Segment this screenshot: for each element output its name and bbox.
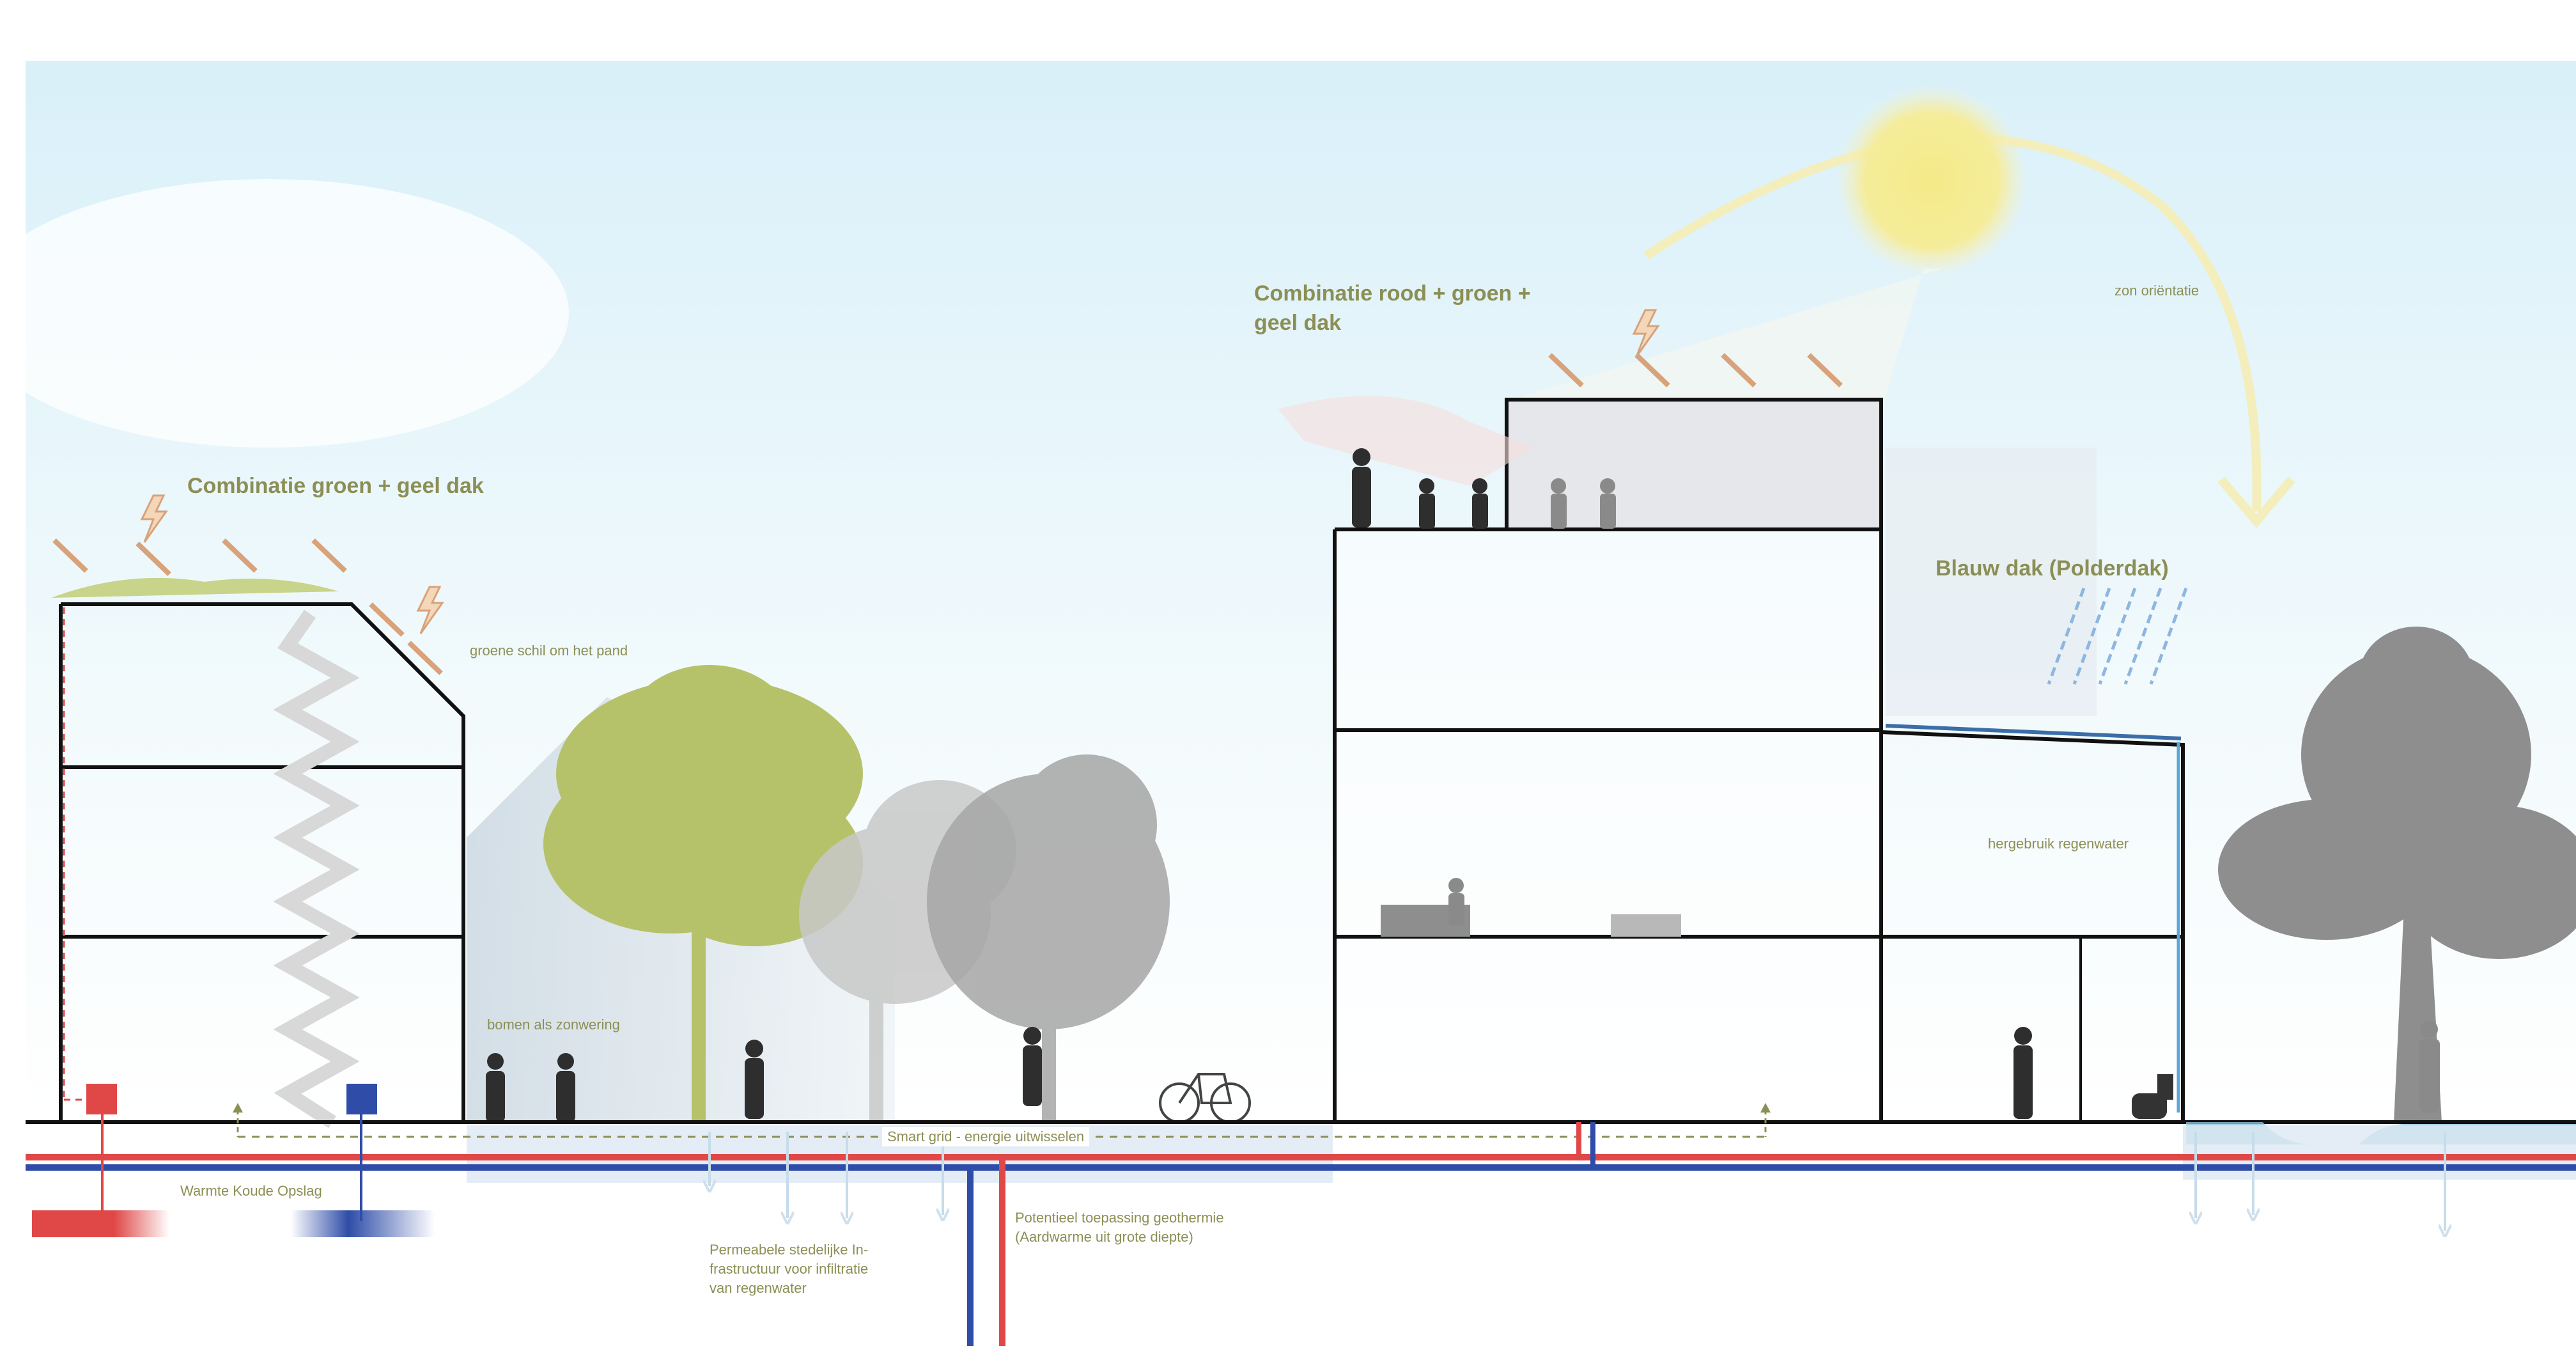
solar-panel-icon bbox=[52, 538, 88, 573]
label-blauw-dak: Blauw dak (Polderdak) bbox=[1936, 556, 2169, 581]
person-icon bbox=[1448, 478, 2440, 1113]
solar-panel-icon bbox=[1548, 353, 1584, 387]
tree-icon bbox=[927, 754, 1170, 1122]
lightning-icon bbox=[1632, 309, 1660, 357]
cold-storage-icon bbox=[346, 1084, 377, 1114]
lightning-icon bbox=[416, 586, 444, 634]
label-warmte-koude: Warmte Koude Opslag bbox=[180, 1183, 322, 1199]
solar-panel-icon bbox=[136, 542, 171, 576]
lightning-icon bbox=[140, 494, 168, 543]
label-bomen-zonwering: bomen als zonwering bbox=[487, 1017, 620, 1033]
solar-panel-icon bbox=[311, 538, 347, 573]
solar-panel-icon bbox=[369, 602, 405, 637]
label-hergebruik-regenwater: hergebruik regenwater bbox=[1988, 836, 2129, 852]
label-smart-grid: Smart grid - energie uitwisselen bbox=[882, 1127, 1090, 1146]
label-groene-schil: groene schil om het pand bbox=[470, 643, 628, 659]
label-zon-orientatie: zon oriëntatie bbox=[2114, 283, 2200, 299]
label-combi-groen-geel: Combinatie groen + geel dak bbox=[187, 474, 484, 498]
solar-panel-icon bbox=[1721, 353, 1757, 387]
solar-panel-icon bbox=[1807, 353, 1843, 387]
red-roof-glow bbox=[1278, 396, 1534, 486]
label-permeabele: Permeabele stedelijke In- frastructuur v… bbox=[710, 1242, 869, 1296]
sun-path-arc bbox=[1643, 134, 2262, 512]
label-geothermie: Potentieel toepassing geothermie (Aardwa… bbox=[1015, 1210, 1224, 1245]
solar-panel-icon bbox=[407, 641, 443, 675]
solar-panel-icon bbox=[222, 538, 258, 573]
cloud bbox=[0, 179, 569, 448]
stair-zigzag bbox=[273, 609, 360, 1128]
label-combi-rood-groen-geel: Combinatie rood + groen + geel dak bbox=[1254, 281, 1531, 335]
blue-roof bbox=[1885, 724, 2182, 740]
right-building bbox=[1881, 724, 2185, 1122]
polder-roof-backdrop bbox=[1886, 448, 2097, 716]
solar-panels-middle bbox=[1548, 353, 1843, 387]
cold-well bbox=[291, 1210, 435, 1237]
middle-building bbox=[1278, 396, 1883, 1122]
infiltration-zone bbox=[2183, 1125, 2576, 1180]
left-building bbox=[51, 577, 465, 1128]
solar-panels-left bbox=[52, 538, 443, 675]
rain-icon bbox=[2047, 588, 2188, 685]
sun-icon bbox=[1836, 84, 2028, 276]
sun-arc-arrow-icon bbox=[2217, 476, 2295, 528]
solar-panel-icon bbox=[1634, 353, 1670, 387]
warm-well bbox=[32, 1210, 169, 1237]
green-roof bbox=[51, 577, 339, 598]
person-icon bbox=[486, 448, 2033, 1122]
warm-storage-icon bbox=[86, 1084, 117, 1114]
